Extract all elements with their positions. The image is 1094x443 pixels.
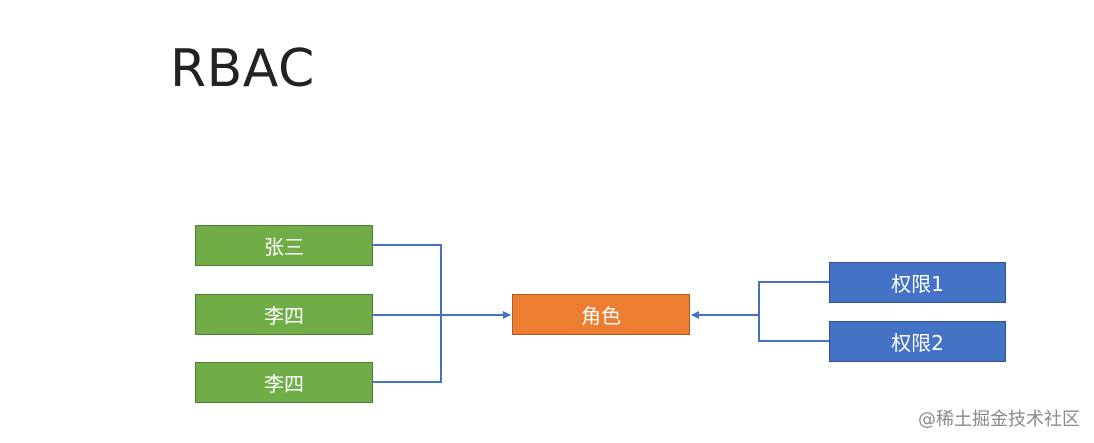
user-node-1: 张三 <box>195 225 373 266</box>
permission-label: 权限2 <box>891 331 944 355</box>
permission-node-1: 权限1 <box>829 262 1006 303</box>
diagram-title: RBAC <box>170 39 315 99</box>
role-node: 角色 <box>512 294 690 335</box>
connector-permission-1 <box>758 281 829 315</box>
permission-label: 权限1 <box>891 272 944 296</box>
permission-node-2: 权限2 <box>829 321 1006 362</box>
user-label: 李四 <box>264 372 304 396</box>
user-node-3: 李四 <box>195 362 373 403</box>
user-label: 张三 <box>264 235 304 259</box>
user-node-2: 李四 <box>195 294 373 335</box>
connector-permission-2 <box>758 315 829 342</box>
watermark: @稀土掘金技术社区 <box>918 409 1080 430</box>
role-label: 角色 <box>581 304 621 328</box>
connector-user-1 <box>373 244 442 315</box>
connector-user-3 <box>373 315 442 383</box>
user-label: 李四 <box>264 304 304 328</box>
